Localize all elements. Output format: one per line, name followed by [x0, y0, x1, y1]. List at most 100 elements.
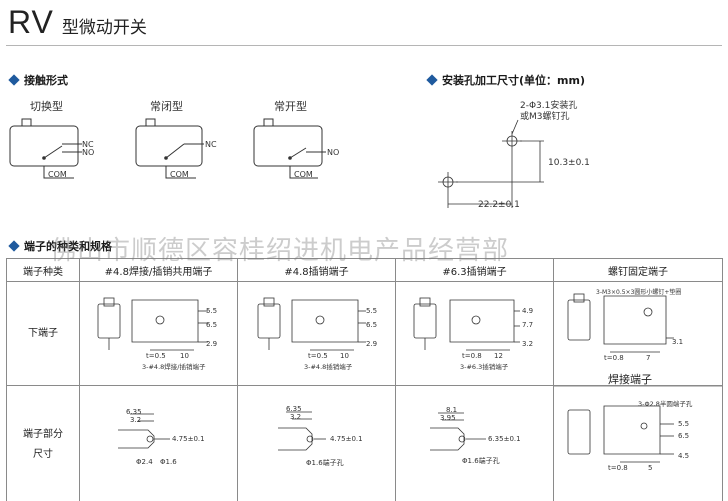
dim-label: Φ1.6端子孔 — [462, 457, 500, 465]
contact-type-no: 常开型 — [274, 100, 307, 113]
dim-label: t=0.8 — [604, 354, 624, 362]
section-mounting: 安装孔加工尺寸(单位：mm) — [426, 72, 585, 88]
label-no: NO — [82, 148, 95, 157]
dim-label: 3.95 — [440, 414, 456, 422]
dim-label: 5.5 — [678, 420, 690, 428]
section-contact-form: 接触形式 — [8, 72, 68, 88]
contact-dot — [288, 156, 292, 160]
switch-contact-line — [165, 143, 185, 159]
switch-common-line — [289, 166, 318, 179]
dim-label: t=0.5 — [146, 352, 166, 360]
dim-label: 7 — [646, 354, 651, 362]
switch-actuator-nc — [145, 118, 156, 127]
dim-vertical: 10.3±0.1 — [548, 158, 590, 168]
dim-label: 5.5 — [366, 307, 378, 315]
switch-actuator-changeover — [21, 118, 32, 127]
table-header-row: 端子种类 #4.8焊接/插销共用端子 #4.8插销端子 #6.3插销端子 螺钉固… — [6, 258, 723, 282]
dim-label: 10 — [180, 352, 189, 360]
section-terminals: 端子的种类和规格 — [8, 238, 112, 254]
dim-label: 6.5 — [678, 432, 690, 440]
switch-contact-line — [289, 147, 307, 159]
dim-label: 12 — [494, 352, 503, 360]
model-subtitle: 型微动开关 — [61, 18, 147, 38]
label-nc: NC — [82, 140, 94, 149]
header-terminal-type: 端子种类 — [6, 258, 80, 282]
section-contact-title: 接触形式 — [24, 74, 68, 87]
page-title: RV 型微动开关 — [8, 4, 147, 44]
row-label-line-1: 端子部分 — [23, 428, 63, 440]
table-row: 端子部分 尺寸 — [6, 385, 723, 501]
label-com: COM — [170, 170, 189, 179]
cell-drawing — [553, 385, 723, 501]
dim-label: t=0.5 — [308, 352, 328, 360]
solder-terminal-title: 焊接端子 — [608, 373, 652, 386]
dim-label: 4.5 — [678, 452, 690, 460]
dim-label: Φ2.4 — [136, 458, 153, 466]
dim-label: 6.5 — [206, 321, 218, 329]
dim-label: 6.35±0.1 — [488, 435, 521, 443]
dim-label: t=0.8 — [608, 464, 628, 472]
cell-drawing — [79, 385, 238, 501]
dim-label: t=0.8 — [462, 352, 482, 360]
model-name: RV — [8, 4, 54, 40]
dim-label: 4.75±0.1 — [172, 435, 205, 443]
dim-label: 3.2 — [522, 340, 534, 348]
dim-label: Φ1.6 — [160, 458, 177, 466]
row-label-lower-terminal: 下端子 — [6, 281, 80, 386]
label-nc: NC — [205, 140, 217, 149]
terminal-note: 3-Φ2.8半圆端子孔 — [638, 400, 693, 408]
contact-type-nc: 常闭型 — [150, 100, 183, 113]
dim-label: 4.75±0.1 — [330, 435, 363, 443]
dim-label: Φ1.6端子孔 — [306, 459, 344, 467]
contact-dot — [42, 156, 46, 160]
section-terminals-title: 端子的种类和规格 — [24, 240, 112, 253]
contact-dot — [164, 156, 168, 160]
terminal-note: 3-#4.8焊接/插销端子 — [142, 363, 206, 371]
dim-label: 3.1 — [672, 338, 684, 346]
dim-label: 7.7 — [522, 321, 534, 329]
dim-label: 8.1 — [446, 406, 458, 414]
section-mounting-title: 安装孔加工尺寸(单位：mm) — [442, 74, 585, 87]
dim-label: 6.5 — [366, 321, 378, 329]
cell-drawing — [395, 385, 554, 501]
dim-horizontal: 22.2±0.1 — [478, 200, 520, 210]
cell-drawing — [237, 385, 396, 501]
label-com: COM — [294, 170, 313, 179]
dim-label: 3.2 — [290, 413, 302, 421]
cell-drawing — [553, 281, 723, 386]
switch-common-line — [165, 166, 196, 179]
dim-label: 6.35 — [286, 405, 302, 413]
header-63-plug: #6.3插销端子 — [395, 258, 554, 282]
dim-label: 10 — [340, 352, 349, 360]
dim-label: 6.35 — [126, 408, 142, 416]
row-label-terminal-dims: 端子部分 尺寸 — [6, 385, 80, 501]
dim-label: 5 — [648, 464, 653, 472]
switch-common-line — [43, 166, 74, 179]
terminal-note: 3-#4.8插销端子 — [304, 363, 353, 371]
switch-actuator-no — [263, 118, 274, 127]
switch-body-nc — [135, 125, 203, 167]
header-48-plug: #4.8插销端子 — [237, 258, 396, 282]
contact-type-changeover: 切换型 — [30, 100, 63, 113]
switch-contact-line — [43, 145, 63, 159]
hole-note-1: 2-Φ3.1安装孔 — [520, 101, 578, 111]
row-label-line-2: 尺寸 — [33, 448, 53, 460]
terminal-table: 端子种类 #4.8焊接/插销共用端子 #4.8插销端子 #6.3插销端子 螺钉固… — [6, 258, 723, 501]
label-com: COM — [48, 170, 67, 179]
terminal-note: 3-#6.3插销端子 — [460, 363, 509, 371]
dim-label: 2.9 — [366, 340, 378, 348]
terminal-note: 3-M3×0.5×3圆形小螺钉+垫圈 — [596, 289, 682, 296]
dim-label: 3.2 — [130, 416, 142, 424]
label-no: NO — [327, 148, 340, 157]
title-divider — [6, 45, 722, 46]
hole-note-2: 或M3螺钉孔 — [520, 112, 570, 122]
dim-label: 4.9 — [522, 307, 534, 315]
dim-label: 5.5 — [206, 307, 218, 315]
switch-body-no — [253, 125, 323, 167]
dim-label: 2.9 — [206, 340, 218, 348]
table-row: 下端子 — [6, 281, 723, 386]
